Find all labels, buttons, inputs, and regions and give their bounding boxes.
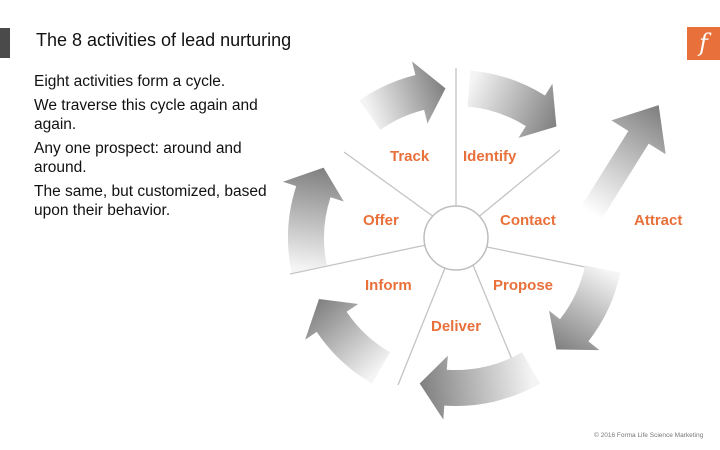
- copyright-text: © 2016 Forma Life Science Marketing: [594, 432, 704, 439]
- spoke-line: [472, 264, 514, 363]
- step-label-deliver: Deliver: [431, 318, 481, 335]
- step-label-contact: Contact: [500, 212, 556, 229]
- step-label-inform: Inform: [365, 277, 412, 294]
- spoke-line: [397, 267, 446, 386]
- spoke-line: [475, 149, 561, 220]
- slide-title: The 8 activities of lead nurturing: [36, 30, 292, 50]
- arrow-deliver: [419, 352, 540, 420]
- bullet-item: We traverse this cycle again and again.: [34, 97, 258, 133]
- step-label-propose: Propose: [493, 277, 553, 294]
- bullet-item: The same, but customized, based upon the…: [34, 183, 267, 219]
- bullet-item: Any one prospect: around and around.: [34, 140, 242, 176]
- arrow-propose: [549, 265, 621, 351]
- title-accent-bar: [0, 28, 10, 58]
- bullet-item: Eight activities form a cycle.: [34, 73, 226, 90]
- step-label-offer: Offer: [363, 212, 399, 229]
- step-label-identify: Identify: [463, 148, 517, 165]
- step-label-track: Track: [390, 148, 430, 165]
- cycle-spokes: [289, 68, 591, 386]
- attract-arrow: [580, 105, 666, 220]
- arrow-inform: [305, 299, 390, 384]
- bullet-list: Eight activities form a cycle. We traver…: [34, 72, 284, 225]
- arrow-offer: [282, 167, 344, 273]
- brand-logo: f: [687, 27, 720, 60]
- step-label-attract: Attract: [634, 212, 682, 229]
- spoke-line: [486, 246, 591, 269]
- arrow-identify: [467, 70, 557, 138]
- hub-circle: [423, 205, 489, 271]
- cycle-arrows: [282, 61, 621, 420]
- spoke-line: [343, 151, 435, 218]
- arrow-track-to-identify: [359, 61, 446, 130]
- spoke-line: [289, 244, 427, 275]
